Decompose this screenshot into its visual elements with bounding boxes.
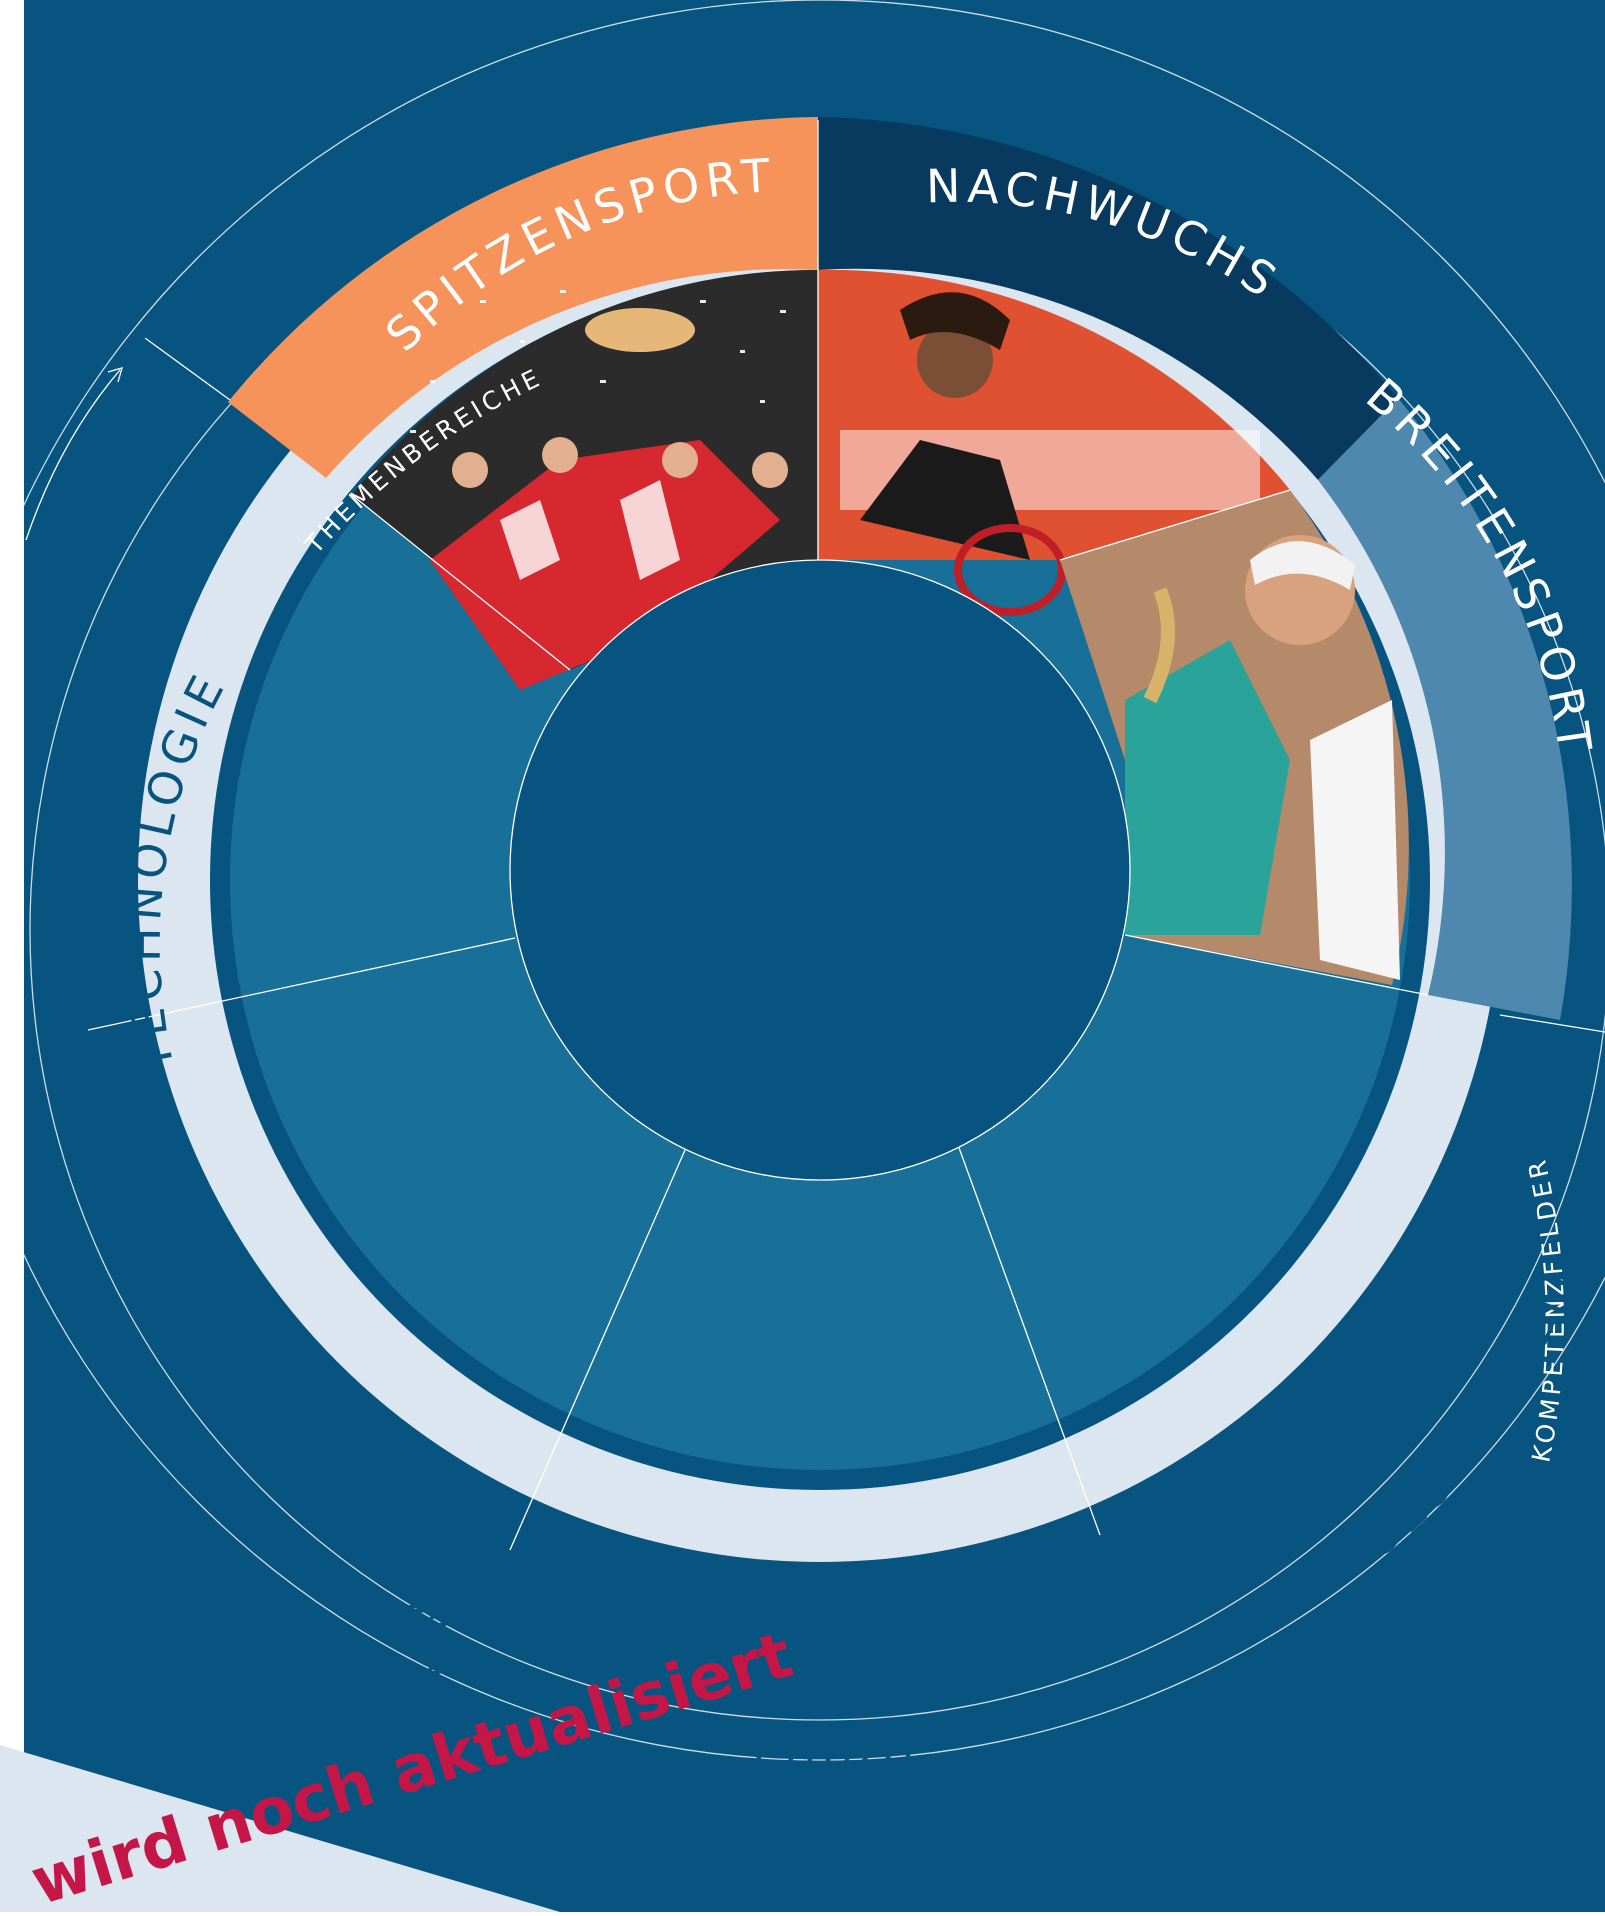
segment-spitzensport xyxy=(228,117,818,478)
sector-line-4 xyxy=(1124,934,1429,996)
sector-line-3 xyxy=(1059,489,1291,561)
left-margin-strip xyxy=(0,0,24,1912)
sector-line-6 xyxy=(509,1149,686,1551)
sector-line-2 xyxy=(351,494,571,671)
segment-breitensport xyxy=(1318,398,1572,1020)
inner-circle xyxy=(509,559,1131,1181)
sector-line-5 xyxy=(957,1144,1101,1536)
outer-separator-1 xyxy=(144,337,231,401)
outer-separator-2 xyxy=(1499,1014,1605,1033)
sector-line-7 xyxy=(87,937,516,1031)
corner-band xyxy=(0,1745,560,1912)
segment-nachwuchs xyxy=(818,117,1398,480)
arrow-icon xyxy=(25,369,121,541)
arrowhead-icon xyxy=(107,367,123,383)
outer-ring-line xyxy=(0,0,1605,1761)
photo-nachwuchs xyxy=(818,269,1290,616)
photo-breitensport xyxy=(1060,490,1409,985)
